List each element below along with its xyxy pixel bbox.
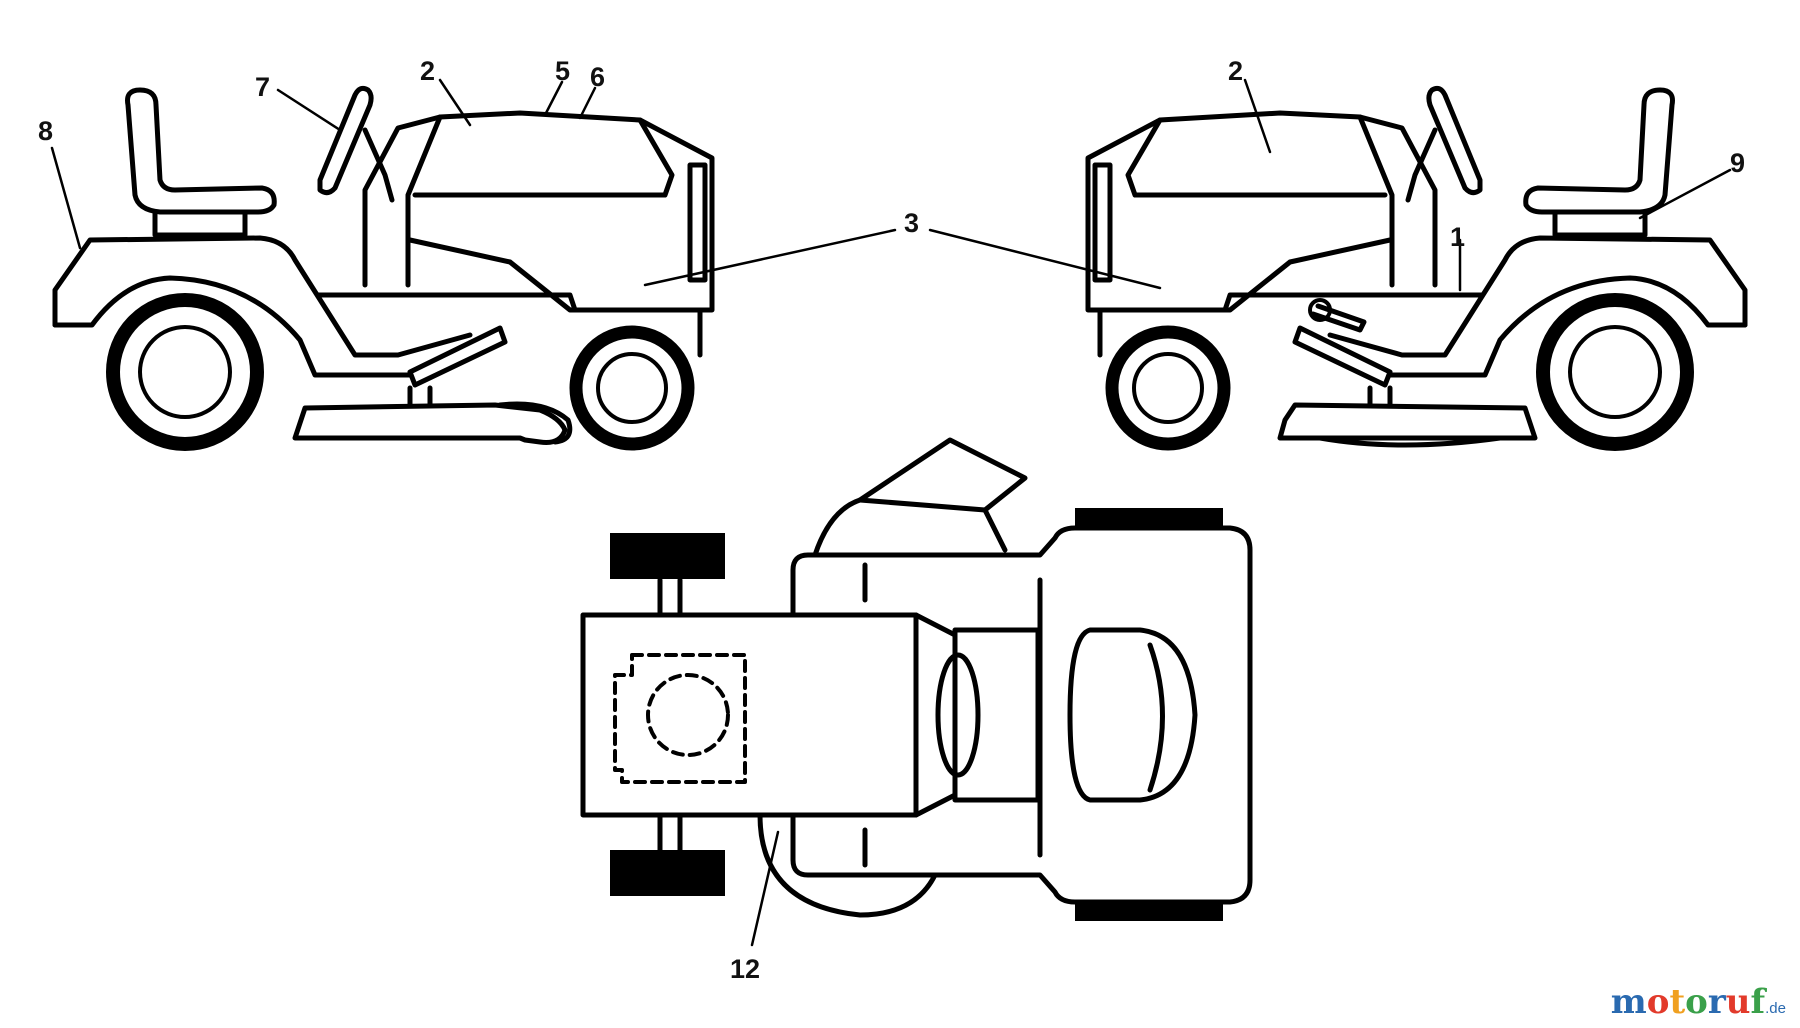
front-tire-top-right [1075,903,1223,921]
dash-panel-top [952,627,1041,803]
front-wheel-right [1105,325,1231,451]
mower-deck-left [292,402,568,445]
seat-back-right [1523,87,1675,215]
dash-inner-left [405,114,443,288]
steering-column-right [1405,127,1438,203]
watermark-logo: motoruf.de [1611,982,1786,1022]
dash-inner-right [1357,114,1395,288]
chassis-right [1097,292,1485,358]
seat-back-left [125,87,277,215]
leader-2b [1243,78,1272,154]
pedal-left [407,325,508,388]
rear-fender-bottom-right [1387,275,1748,378]
mower-deck-right [1277,402,1538,441]
rear-tire-top-right [610,850,725,896]
hood-right [1085,110,1393,313]
steering-wheel-top [935,652,981,778]
callout-7: 7 [255,72,270,102]
hood-left [407,110,715,313]
discharge-chute-edge-top [857,497,988,513]
discharge-chute-top [812,437,1028,558]
callout-9: 9 [1730,148,1745,178]
seat-base-left [152,209,248,238]
watermark-letter: f [1750,982,1766,1022]
callout-1: 1 [1450,222,1465,252]
callout-5: 5 [555,56,570,86]
leader-5 [543,80,564,117]
body-outline-top [790,525,1253,905]
hood-curve-top [1147,642,1165,793]
front-wheel-left [569,325,695,451]
rear-fender-bottom-left [52,275,413,378]
hood-top-band-right [1125,117,1388,198]
deck-edge-bottom-top [757,812,938,918]
rear-wheel-right [1536,293,1694,451]
pedal-right [1292,325,1393,388]
callout-6: 6 [590,62,605,92]
mower-left-side-view [52,85,715,451]
watermark-letter: m [1610,982,1647,1022]
hood-top-band-left [412,117,675,198]
deck-bracket-left [407,385,433,408]
rear-wheel-hub-left [138,325,232,419]
leader-2a [438,78,472,127]
engine-circle-dashed [646,673,730,757]
leader-12 [750,830,780,947]
rear-wheel-hub-right [1568,325,1662,419]
leader-9 [1638,168,1732,220]
watermark-letter: t [1669,982,1686,1022]
front-tire-top-left [1075,508,1223,526]
watermark-letter: o [1646,982,1670,1022]
mower-top-view [580,437,1253,921]
seat-base-right [1552,209,1648,238]
leader-7 [276,88,342,132]
hood-side-light-left [687,162,708,283]
rear-tire-top-left [610,533,725,579]
front-wheel-hub-right [1132,352,1204,424]
rear-fender-left [52,235,473,358]
callout-3: 3 [904,208,919,238]
leader-6 [578,86,597,120]
steering-wheel-right [1426,85,1483,196]
front-wheel-hub-left [596,352,668,424]
steering-wheel-left [317,85,374,196]
rear-wheel-left [106,293,264,451]
watermark-letter: r [1707,982,1726,1022]
watermark-tld: .de [1765,1000,1786,1017]
watermark-letter: o [1685,982,1708,1022]
deck-chute-left [497,401,573,445]
seat-box-top [580,612,919,818]
rear-fender-right [1327,235,1748,358]
chassis-left [315,292,703,358]
hood-oval-top [1067,627,1198,803]
lever-right [1310,303,1367,333]
rear-axle-top [657,577,683,853]
deck-plate-right [1317,435,1503,448]
callout-12: 12 [730,954,760,984]
leader-3b [928,228,1162,290]
watermark-letter: u [1725,982,1751,1022]
dash-right [1357,114,1438,288]
engine-outline-dashed [613,653,747,784]
dash-left [362,114,443,288]
callout-2-left: 2 [420,56,435,86]
callout-8: 8 [38,116,53,146]
mower-right-side-view [1085,85,1748,451]
leader-3a [643,228,897,287]
leader-8 [50,146,82,250]
hood-side-light-right [1092,162,1113,283]
callout-numbers: 1 2 2 3 5 6 7 8 9 12 [38,56,1745,984]
callout-2-right: 2 [1228,56,1243,86]
watermark-letters: motoruf [1611,982,1765,1022]
leader-lines [50,78,1732,947]
deck-bracket-right [1367,385,1393,408]
steering-column-left [362,127,395,203]
